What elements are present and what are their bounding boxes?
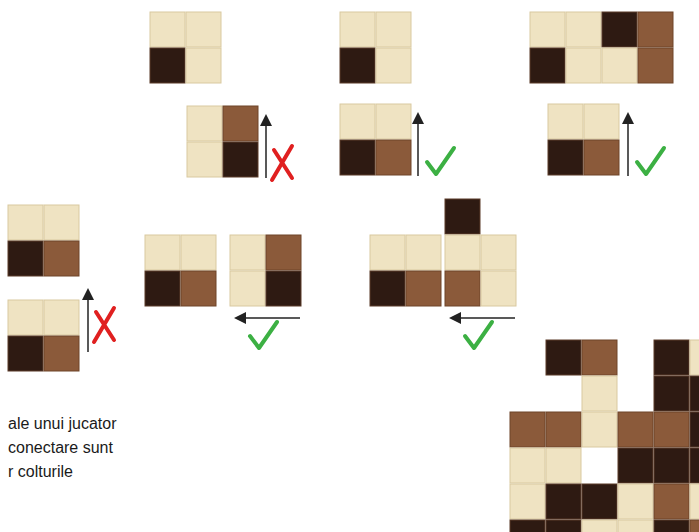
body-text: conectare sunt xyxy=(8,438,113,458)
body-text: ale unui jucator xyxy=(8,414,117,434)
body-text: r colturile xyxy=(8,462,73,482)
